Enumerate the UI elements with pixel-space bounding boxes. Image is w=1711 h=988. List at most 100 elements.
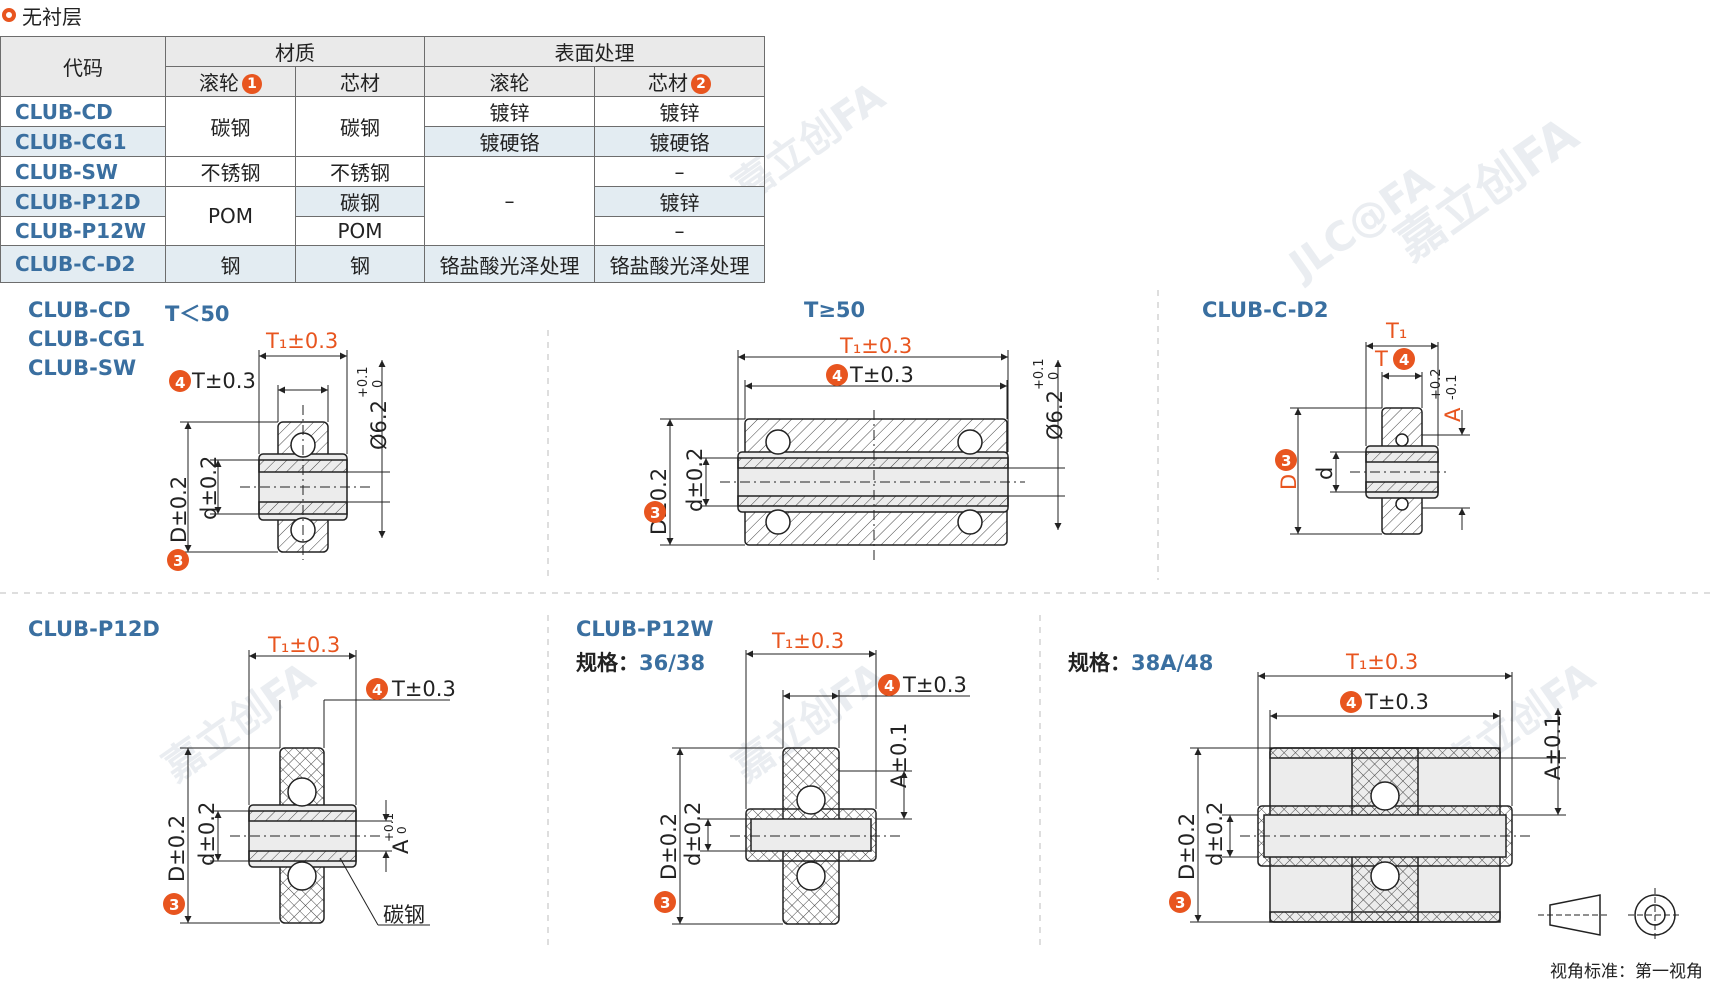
svg-text:T₁: T₁ — [1385, 319, 1407, 343]
section-title: 无衬层 — [22, 4, 82, 29]
watermark-brand: 嘉立创FA — [724, 653, 894, 791]
section-header: 无衬层 — [2, 2, 82, 29]
code-cell: CLUB-SW — [0, 156, 166, 187]
surface-cell: 铬盐酸光泽处理 — [424, 245, 595, 283]
surface-cell: 镀硬铬 — [594, 126, 765, 157]
svg-text:3: 3 — [650, 504, 660, 522]
material-cell: 不锈钢 — [295, 156, 425, 187]
svg-text:T±0.3: T±0.3 — [902, 673, 967, 697]
svg-text:0: 0 — [395, 826, 409, 834]
svg-text:T₁±0.3: T₁±0.3 — [839, 334, 912, 358]
circle-bullet-icon — [2, 8, 16, 22]
surface-cell: 铬盐酸光泽处理 — [594, 245, 765, 283]
svg-text:T±0.3: T±0.3 — [391, 677, 456, 701]
surface-cell: 镀锌 — [594, 96, 765, 127]
drawing-38a48-text: T₁±0.3 4 T±0.3 D±0.2 3 d±0.2 A±0.1 — [1169, 650, 1565, 913]
svg-text:D: D — [1277, 474, 1301, 490]
svg-text:4: 4 — [832, 367, 842, 385]
svg-text:3: 3 — [660, 894, 670, 912]
header-surface: 表面处理 — [424, 36, 765, 67]
code-cell: CLUB-P12W — [0, 216, 166, 246]
svg-text:T₁±0.3: T₁±0.3 — [1345, 650, 1418, 674]
material-cell: POM — [295, 216, 425, 246]
surface-cell: 镀锌 — [424, 96, 595, 127]
material-cell: 碳钢 — [295, 186, 425, 217]
drawing-label: CLUB-CD — [28, 298, 131, 322]
svg-text:T±0.3: T±0.3 — [1364, 690, 1429, 714]
svg-text:4: 4 — [372, 681, 382, 699]
badge-4: 4 — [175, 374, 185, 392]
code-cell: CLUB-C-D2 — [0, 245, 166, 283]
drawing-label: CLUB-C-D2 — [1202, 298, 1329, 322]
svg-text:T: T — [1374, 347, 1388, 371]
table-row: CLUB-P12W POM – — [0, 216, 765, 246]
header-code: 代码 — [0, 36, 166, 97]
badge-1: 1 — [242, 74, 262, 94]
svg-text:+0.1: +0.1 — [382, 813, 396, 842]
header-core: 芯材 — [295, 66, 425, 97]
table-row: CLUB-CD 碳钢 碳钢 镀锌 镀锌 — [0, 96, 765, 157]
drawing-tge50-text: T₁±0.3 4 T±0.3 D±0.2 3 d±0.2 Ø6.2 +0.1 0 — [644, 334, 1067, 535]
dim-t1-text: T₁±0.3 — [265, 329, 338, 353]
material-cell: 钢 — [295, 245, 425, 283]
svg-text:D±0.2: D±0.2 — [165, 815, 189, 882]
svg-text:Ø6.2: Ø6.2 — [1043, 390, 1067, 440]
drawing-condition: T＜50 — [165, 302, 230, 326]
material-cell: 碳钢 — [165, 96, 296, 157]
dim-t-text: T±0.3 — [191, 369, 256, 393]
svg-text:D±0.2: D±0.2 — [647, 468, 671, 535]
surface-cell: – — [594, 156, 765, 187]
drawing-tlt50-text: T₁±0.3 4 T±0.3 D±0.2 3 d±0.2 Ø6.2 +0.1 0 — [167, 329, 391, 571]
svg-text:3: 3 — [1175, 894, 1185, 912]
dim-phi-text: Ø6.2 — [367, 400, 391, 450]
surface-cell: – — [424, 156, 595, 246]
svg-text:d±0.2: d±0.2 — [683, 448, 707, 512]
svg-text:D±0.2: D±0.2 — [657, 813, 681, 880]
watermark-brand: 嘉立创FA — [154, 653, 324, 791]
dim-phi-tol-low: 0 — [371, 380, 386, 388]
drawing-label: CLUB-P12D — [28, 617, 160, 641]
svg-text:d: d — [1313, 467, 1337, 480]
material-cell: 钢 — [165, 245, 296, 283]
svg-text:D±0.2: D±0.2 — [1175, 813, 1199, 880]
svg-text:T₁±0.3: T₁±0.3 — [771, 629, 844, 653]
material-cell: 不锈钢 — [165, 156, 296, 187]
drawing-label: CLUB-CG1 — [28, 327, 146, 351]
svg-text:0: 0 — [1047, 372, 1062, 380]
svg-text:A: A — [1441, 407, 1465, 422]
drawing-tge50 — [660, 350, 1065, 560]
table-row: CLUB-P12D POM 碳钢 镀锌 — [0, 186, 765, 246]
svg-text:d±0.2: d±0.2 — [195, 802, 219, 866]
table-row: CLUB-SW 不锈钢 不锈钢 – – — [0, 156, 765, 246]
svg-text:3: 3 — [1281, 452, 1291, 470]
table-row: CLUB-C-D2 钢 钢 铬盐酸光泽处理 铬盐酸光泽处理 — [0, 245, 765, 283]
svg-text:A±0.1: A±0.1 — [887, 723, 911, 788]
surface-cell: 镀锌 — [594, 186, 765, 217]
drawing-tlt50 — [180, 350, 390, 560]
dim-small-d-text: d±0.2 — [197, 456, 221, 520]
first-angle-projection-icon — [1538, 888, 1682, 942]
surface-cell: – — [594, 216, 765, 246]
svg-text:4: 4 — [1399, 351, 1409, 369]
spec-label: 规格：36/38 — [576, 651, 706, 675]
dim-phi-tol-up: +0.1 — [356, 366, 371, 398]
svg-text:T₁±0.3: T₁±0.3 — [265, 329, 338, 353]
drawing-condition: T≥50 — [804, 298, 866, 322]
code-cell: CLUB-P12D — [0, 186, 166, 217]
surface-cell: 镀硬铬 — [424, 126, 595, 157]
svg-text:A: A — [389, 839, 413, 854]
svg-text:-0.1: -0.1 — [1445, 375, 1460, 400]
dim-d-text: D±0.2 — [167, 476, 191, 543]
spec-label: 规格：38A/48 — [1068, 651, 1214, 675]
drawing-cd2-text: T₁ T 4 D 3 d A +0.2 -0.1 — [1275, 319, 1465, 490]
svg-text:d±0.2: d±0.2 — [1203, 802, 1227, 866]
code-cell: CLUB-CD — [0, 96, 166, 127]
svg-text:T±0.3: T±0.3 — [849, 363, 914, 387]
drawing-cd2 — [1290, 342, 1470, 535]
svg-text:+0.1: +0.1 — [1032, 358, 1047, 390]
badge-3: 3 — [173, 552, 183, 570]
code-cell: CLUB-CG1 — [0, 126, 166, 157]
drawing-label: CLUB-SW — [28, 356, 137, 380]
